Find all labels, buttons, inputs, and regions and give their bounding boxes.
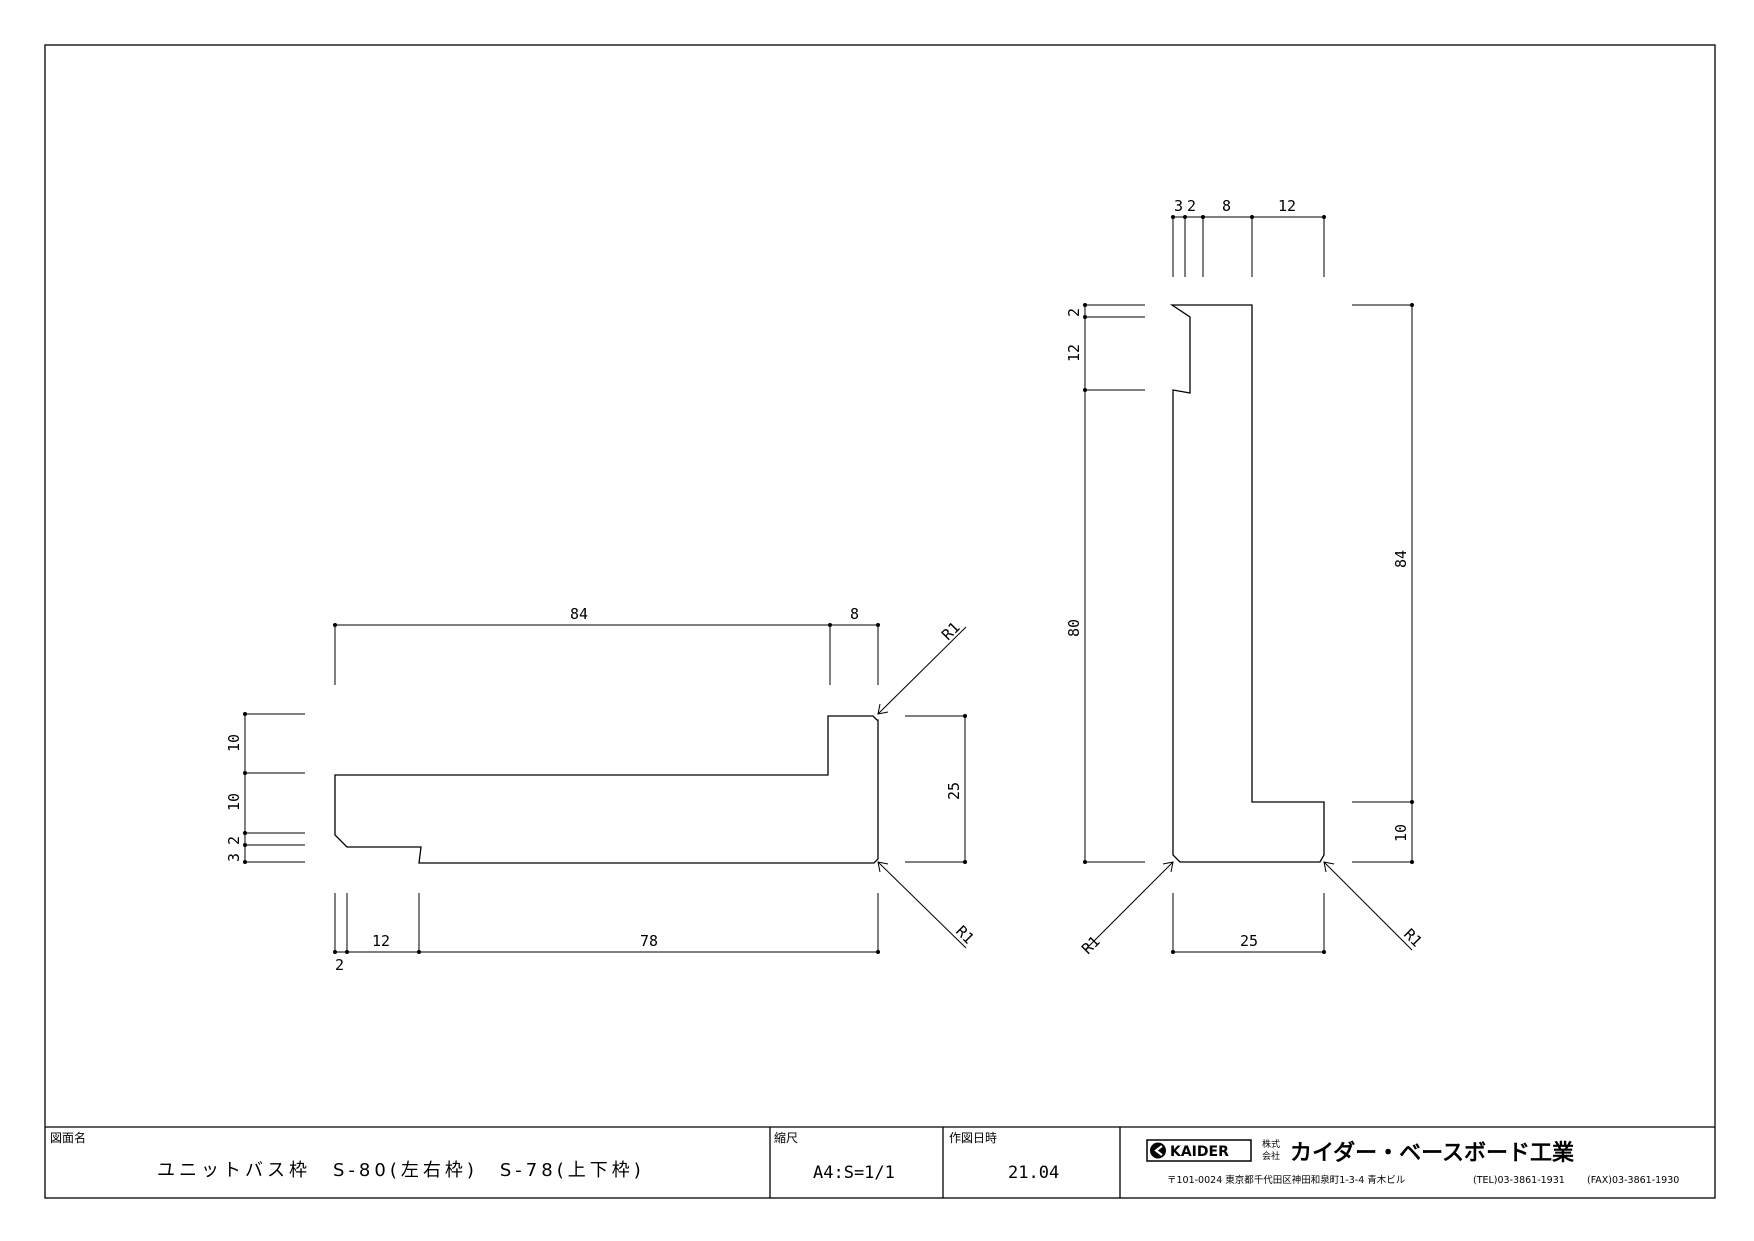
dim-h-bot-78: 78 [640,932,658,950]
vertical-profile-view: 3 2 8 12 2 12 80 84 10 25 R1 R1 [1065,197,1426,958]
sheet-border [44,44,1716,1199]
horizontal-profile-view: 84 8 10 10 2 3 25 12 78 2 R1 [225,605,978,974]
company-logo: KAIDER [1146,1139,1252,1162]
dim-v-top-2: 2 [1187,197,1196,215]
dim-v-r1-right: R1 [1400,925,1426,951]
dim-h-r1-bot: R1 [952,922,978,948]
company-kabushiki-top: 株式 [1262,1138,1280,1150]
drawing-name-label: 図面名 [50,1130,86,1145]
svg-text:KAIDER: KAIDER [1170,1144,1229,1160]
vertical-profile-outline [1169,304,1325,863]
horizontal-profile-outline [334,715,879,864]
dim-v-left-80: 80 [1065,619,1083,637]
dim-h-top-8: 8 [850,605,859,623]
dim-h-bot-12: 12 [372,932,390,950]
date-label: 作図日時 [949,1131,997,1145]
dim-h-bot-2: 2 [335,956,344,974]
dim-v-r1-left: R1 [1078,932,1104,958]
date-value: 21.04 [1008,1163,1059,1183]
dim-v-top-3: 3 [1174,197,1183,215]
company-name: カイダー・ベースボード工業 [1290,1140,1575,1166]
dim-v-bot-25: 25 [1240,932,1258,950]
dim-v-right-84: 84 [1392,550,1410,568]
dim-v-top-8: 8 [1222,197,1231,215]
dim-v-right-10: 10 [1392,824,1410,842]
company-fax: (FAX)03-3861-1930 [1587,1175,1679,1186]
company-address: 〒101-0024 東京都千代田区神田和泉町1-3-4 青木ビル [1167,1174,1406,1186]
dim-h-left-10b: 10 [225,793,243,811]
company-kabushiki-bottom: 会社 [1262,1150,1280,1162]
dim-h-left-3: 3 [225,853,243,862]
dim-h-left-2: 2 [225,836,243,845]
drawing-name: ユニットバス枠 S-80(左右枠) S-78(上下枠) [157,1160,645,1181]
dim-v-left-2: 2 [1065,308,1083,317]
dim-h-left-10a: 10 [225,734,243,752]
scale-value: A4:S=1/1 [813,1163,895,1183]
title-block: 図面名 ユニットバス枠 S-80(左右枠) S-78(上下枠) 縮尺 A4:S=… [45,1126,1715,1198]
scale-label: 縮尺 [774,1130,798,1145]
dim-h-top-84: 84 [570,605,588,623]
dim-h-r1-top: R1 [938,618,964,644]
company-tel: (TEL)03-3861-1931 [1473,1175,1565,1186]
dim-v-left-12: 12 [1065,344,1083,362]
dim-h-right-25: 25 [945,782,963,800]
dim-v-top-12: 12 [1278,197,1296,215]
